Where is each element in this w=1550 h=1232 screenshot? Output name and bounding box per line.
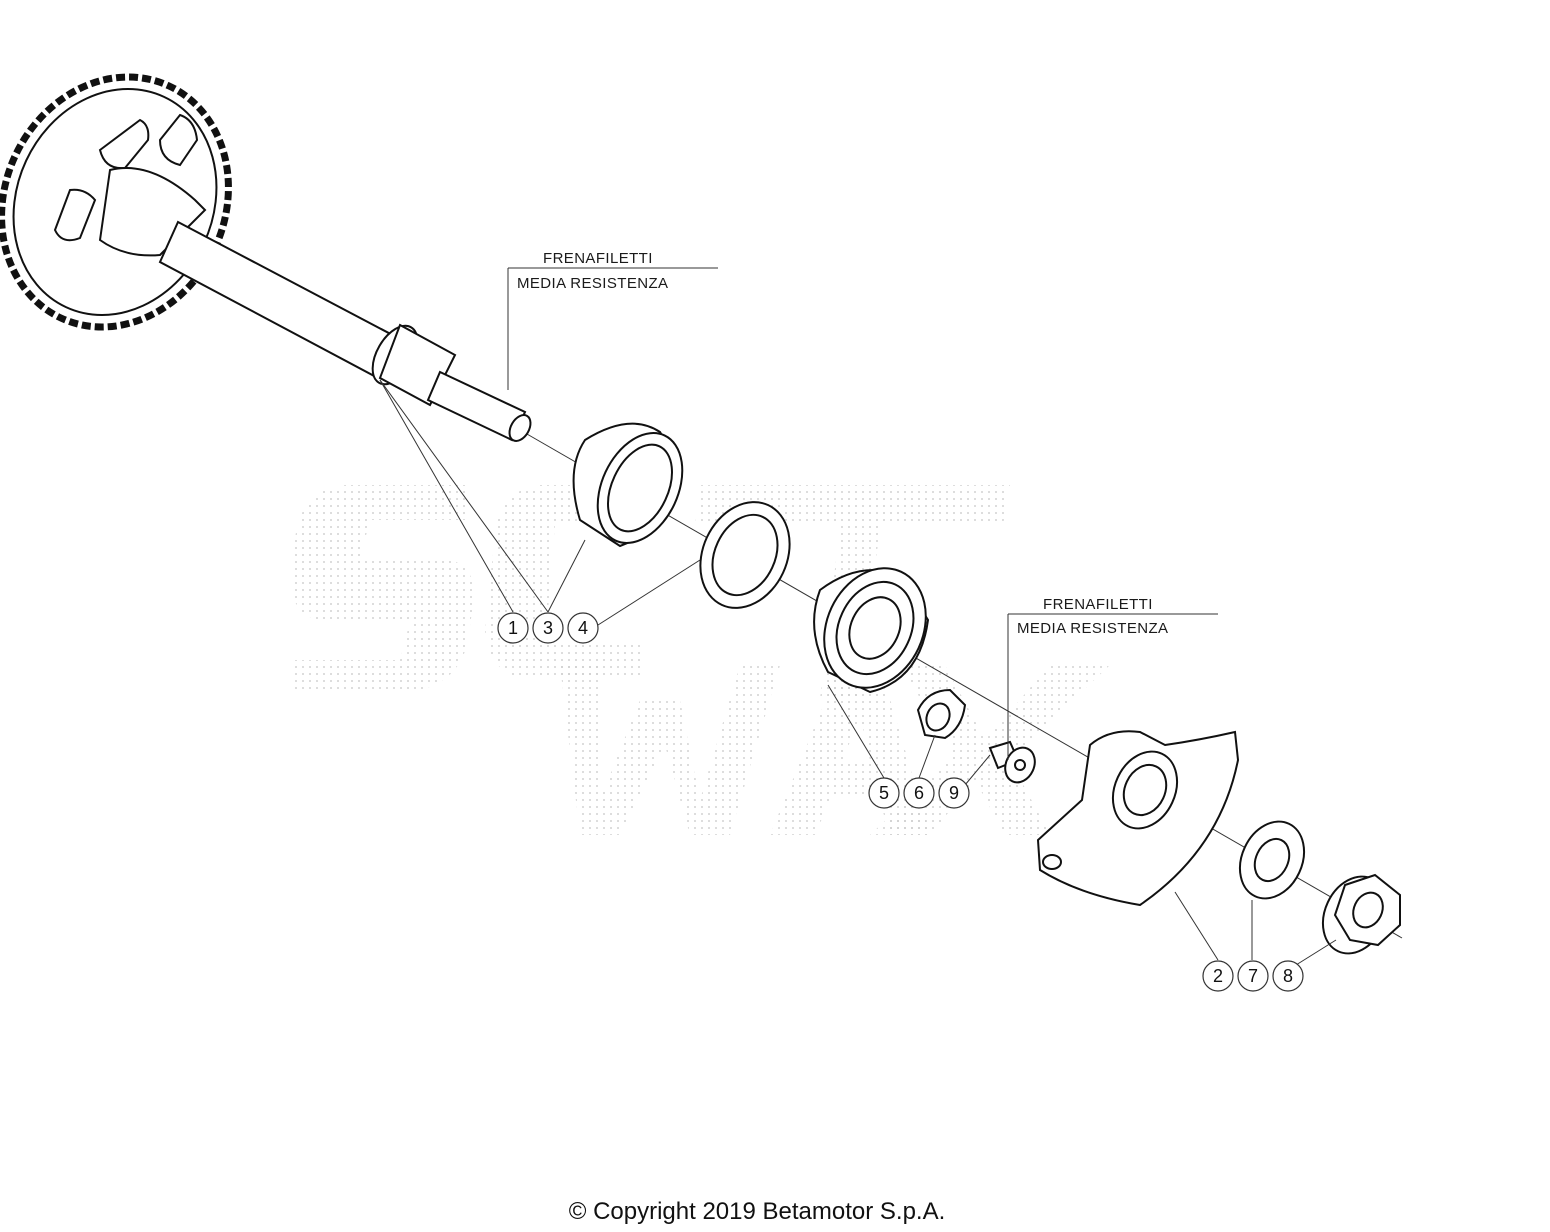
watermark-logo <box>290 485 1110 835</box>
spacer-ring-part <box>572 422 684 548</box>
gear-window-3 <box>53 188 97 242</box>
callout-7: 7 <box>1237 960 1269 992</box>
shaft-end <box>508 414 532 442</box>
flange-nut-part <box>1321 873 1401 955</box>
callout-7-number: 7 <box>1248 966 1258 986</box>
callout-6-number: 6 <box>914 783 924 803</box>
callout-1-number: 1 <box>508 618 518 638</box>
callout-8: 8 <box>1272 960 1304 992</box>
callout-9-number: 9 <box>949 783 959 803</box>
callout-group-3: 2 7 8 <box>1202 960 1304 992</box>
note-1-line1: FRENAFILETTI <box>543 250 653 267</box>
oil-seal-part <box>699 501 791 609</box>
gear-window-1 <box>98 118 150 170</box>
copyright-notice: © Copyright 2019 Betamotor S.p.A. <box>0 1198 1550 1226</box>
callout-5: 5 <box>868 777 900 809</box>
threadlocker-note-1: FRENAFILETTI MEDIA RESISTENZA <box>507 250 718 390</box>
shaft-body <box>158 220 404 380</box>
callout-3: 3 <box>532 612 564 644</box>
callout-4-number: 4 <box>578 618 588 638</box>
gear-shaft-part <box>0 73 532 442</box>
note-1-line2: MEDIA RESISTENZA <box>517 275 668 292</box>
callout-3-number: 3 <box>543 618 553 638</box>
callout-group-2: 5 6 9 <box>868 777 970 809</box>
callout-2-number: 2 <box>1213 966 1223 986</box>
bearing-part <box>813 567 930 694</box>
gear-window-2 <box>158 113 199 167</box>
note-2-line2: MEDIA RESISTENZA <box>1017 620 1168 637</box>
callout-group-1: 1 3 4 <box>497 612 599 644</box>
callout-9: 9 <box>938 777 970 809</box>
lever-part <box>1036 730 1240 907</box>
leader-lines <box>379 379 1337 966</box>
screw-part <box>988 740 1036 784</box>
copyright-text: © Copyright 2019 Betamotor S.p.A. <box>568 1198 946 1225</box>
callout-6: 6 <box>903 777 935 809</box>
callout-2: 2 <box>1202 960 1234 992</box>
callout-5-number: 5 <box>879 783 889 803</box>
washer-part <box>1238 820 1306 900</box>
callout-8-number: 8 <box>1283 966 1293 986</box>
threadlocker-note-2: FRENAFILETTI MEDIA RESISTENZA <box>1007 596 1218 760</box>
callout-1: 1 <box>497 612 529 644</box>
callout-4: 4 <box>567 612 599 644</box>
note-2-line1: FRENAFILETTI <box>1043 596 1153 613</box>
lock-plate-part <box>916 688 967 740</box>
